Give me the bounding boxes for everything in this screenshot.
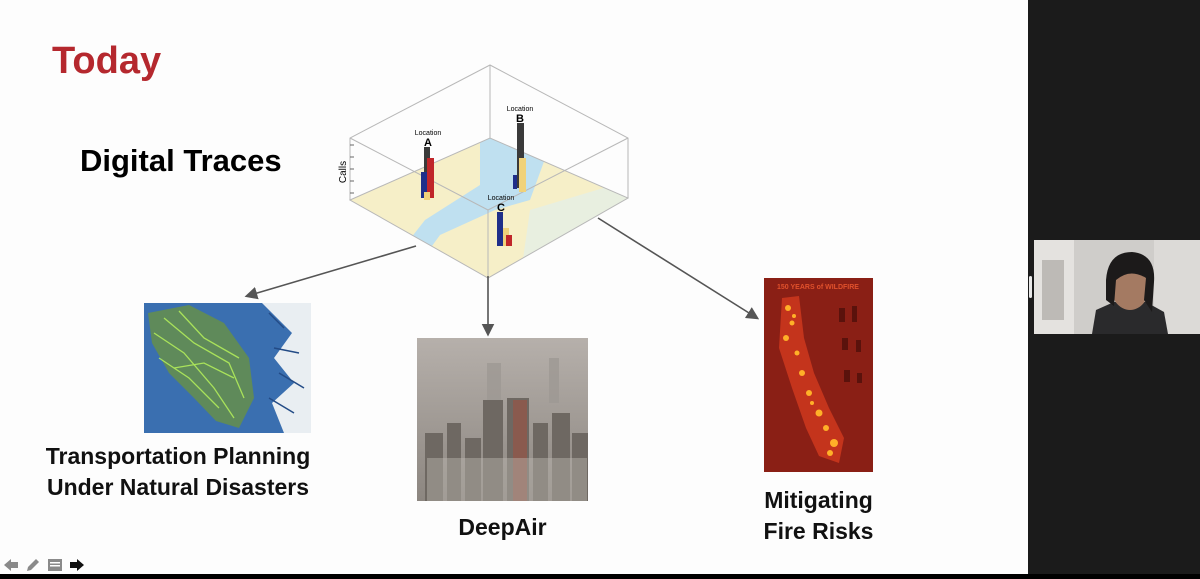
presentation-slide: Today Digital Traces Calls Locati bbox=[0, 0, 1028, 579]
fire-risks-caption-line1: Mitigating bbox=[764, 487, 873, 513]
bar-a-blue bbox=[421, 172, 427, 198]
arrow-right-icon bbox=[70, 559, 84, 571]
location-b-letter: B bbox=[516, 113, 524, 125]
fire-risks-caption-line2: Fire Risks bbox=[763, 518, 874, 544]
bar-b-blue bbox=[513, 175, 517, 189]
wildfire-map-graphic: 150 YEARS of WILDFIRE bbox=[764, 278, 873, 472]
panel-resize-handle[interactable] bbox=[1029, 276, 1032, 298]
digital-traces-heading: Digital Traces bbox=[80, 143, 282, 178]
connector-arrows bbox=[244, 217, 760, 337]
participant-video-tile[interactable] bbox=[1034, 240, 1200, 334]
location-c-label: Location bbox=[488, 195, 515, 202]
digital-traces-3d-map: Calls Location A Location B Location C bbox=[338, 64, 630, 279]
location-a-label: Location bbox=[415, 130, 442, 137]
transportation-map-image bbox=[144, 303, 311, 433]
location-c-letter: C bbox=[497, 202, 505, 214]
location-b-label: Location bbox=[507, 106, 534, 113]
pen-icon bbox=[27, 559, 39, 571]
wildfire-image-title: 150 YEARS of WILDFIRE bbox=[777, 284, 859, 291]
deepair-city-graphic bbox=[417, 338, 588, 501]
window-bottom-edge bbox=[0, 574, 1200, 579]
menu-icon bbox=[48, 559, 62, 571]
pen-tool-button[interactable] bbox=[24, 556, 42, 574]
bar-a-red bbox=[427, 158, 434, 198]
transportation-caption-line1: Transportation Planning bbox=[45, 443, 311, 469]
slideshow-toolbar bbox=[2, 553, 86, 577]
deepair-city-image bbox=[417, 338, 588, 501]
transportation-caption: Transportation Planning Under Natural Di… bbox=[22, 441, 334, 503]
bar-b-dark bbox=[517, 123, 524, 188]
arrow-left-icon bbox=[4, 559, 18, 571]
location-a-bars bbox=[421, 147, 434, 200]
slide-title: Today bbox=[52, 40, 162, 82]
arrow-to-transportation bbox=[244, 245, 417, 300]
arrow-to-fire-risks bbox=[597, 217, 760, 320]
slide-menu-button[interactable] bbox=[46, 556, 64, 574]
deepair-caption: DeepAir bbox=[458, 514, 547, 540]
calls-axis-ticks bbox=[350, 144, 354, 194]
transportation-caption-line2: Under Natural Disasters bbox=[46, 474, 310, 500]
wildfire-map-image: 150 YEARS of WILDFIRE bbox=[764, 278, 873, 472]
bar-b-yellow bbox=[519, 158, 526, 192]
calls-axis-label: Calls bbox=[338, 161, 349, 183]
bar-c-red bbox=[506, 235, 512, 246]
participant-video-graphic bbox=[1034, 240, 1200, 334]
bar-a-yellow bbox=[424, 192, 430, 200]
location-c-bars bbox=[497, 212, 512, 246]
location-a-letter: A bbox=[424, 137, 432, 149]
location-b-bars bbox=[513, 123, 526, 192]
transportation-map-graphic bbox=[144, 303, 311, 433]
map-box-frame bbox=[348, 64, 630, 279]
fire-risks-caption: Mitigating Fire Risks bbox=[730, 485, 907, 547]
bar-c-blue bbox=[497, 212, 503, 246]
previous-slide-button[interactable] bbox=[2, 556, 20, 574]
next-slide-button[interactable] bbox=[68, 556, 86, 574]
